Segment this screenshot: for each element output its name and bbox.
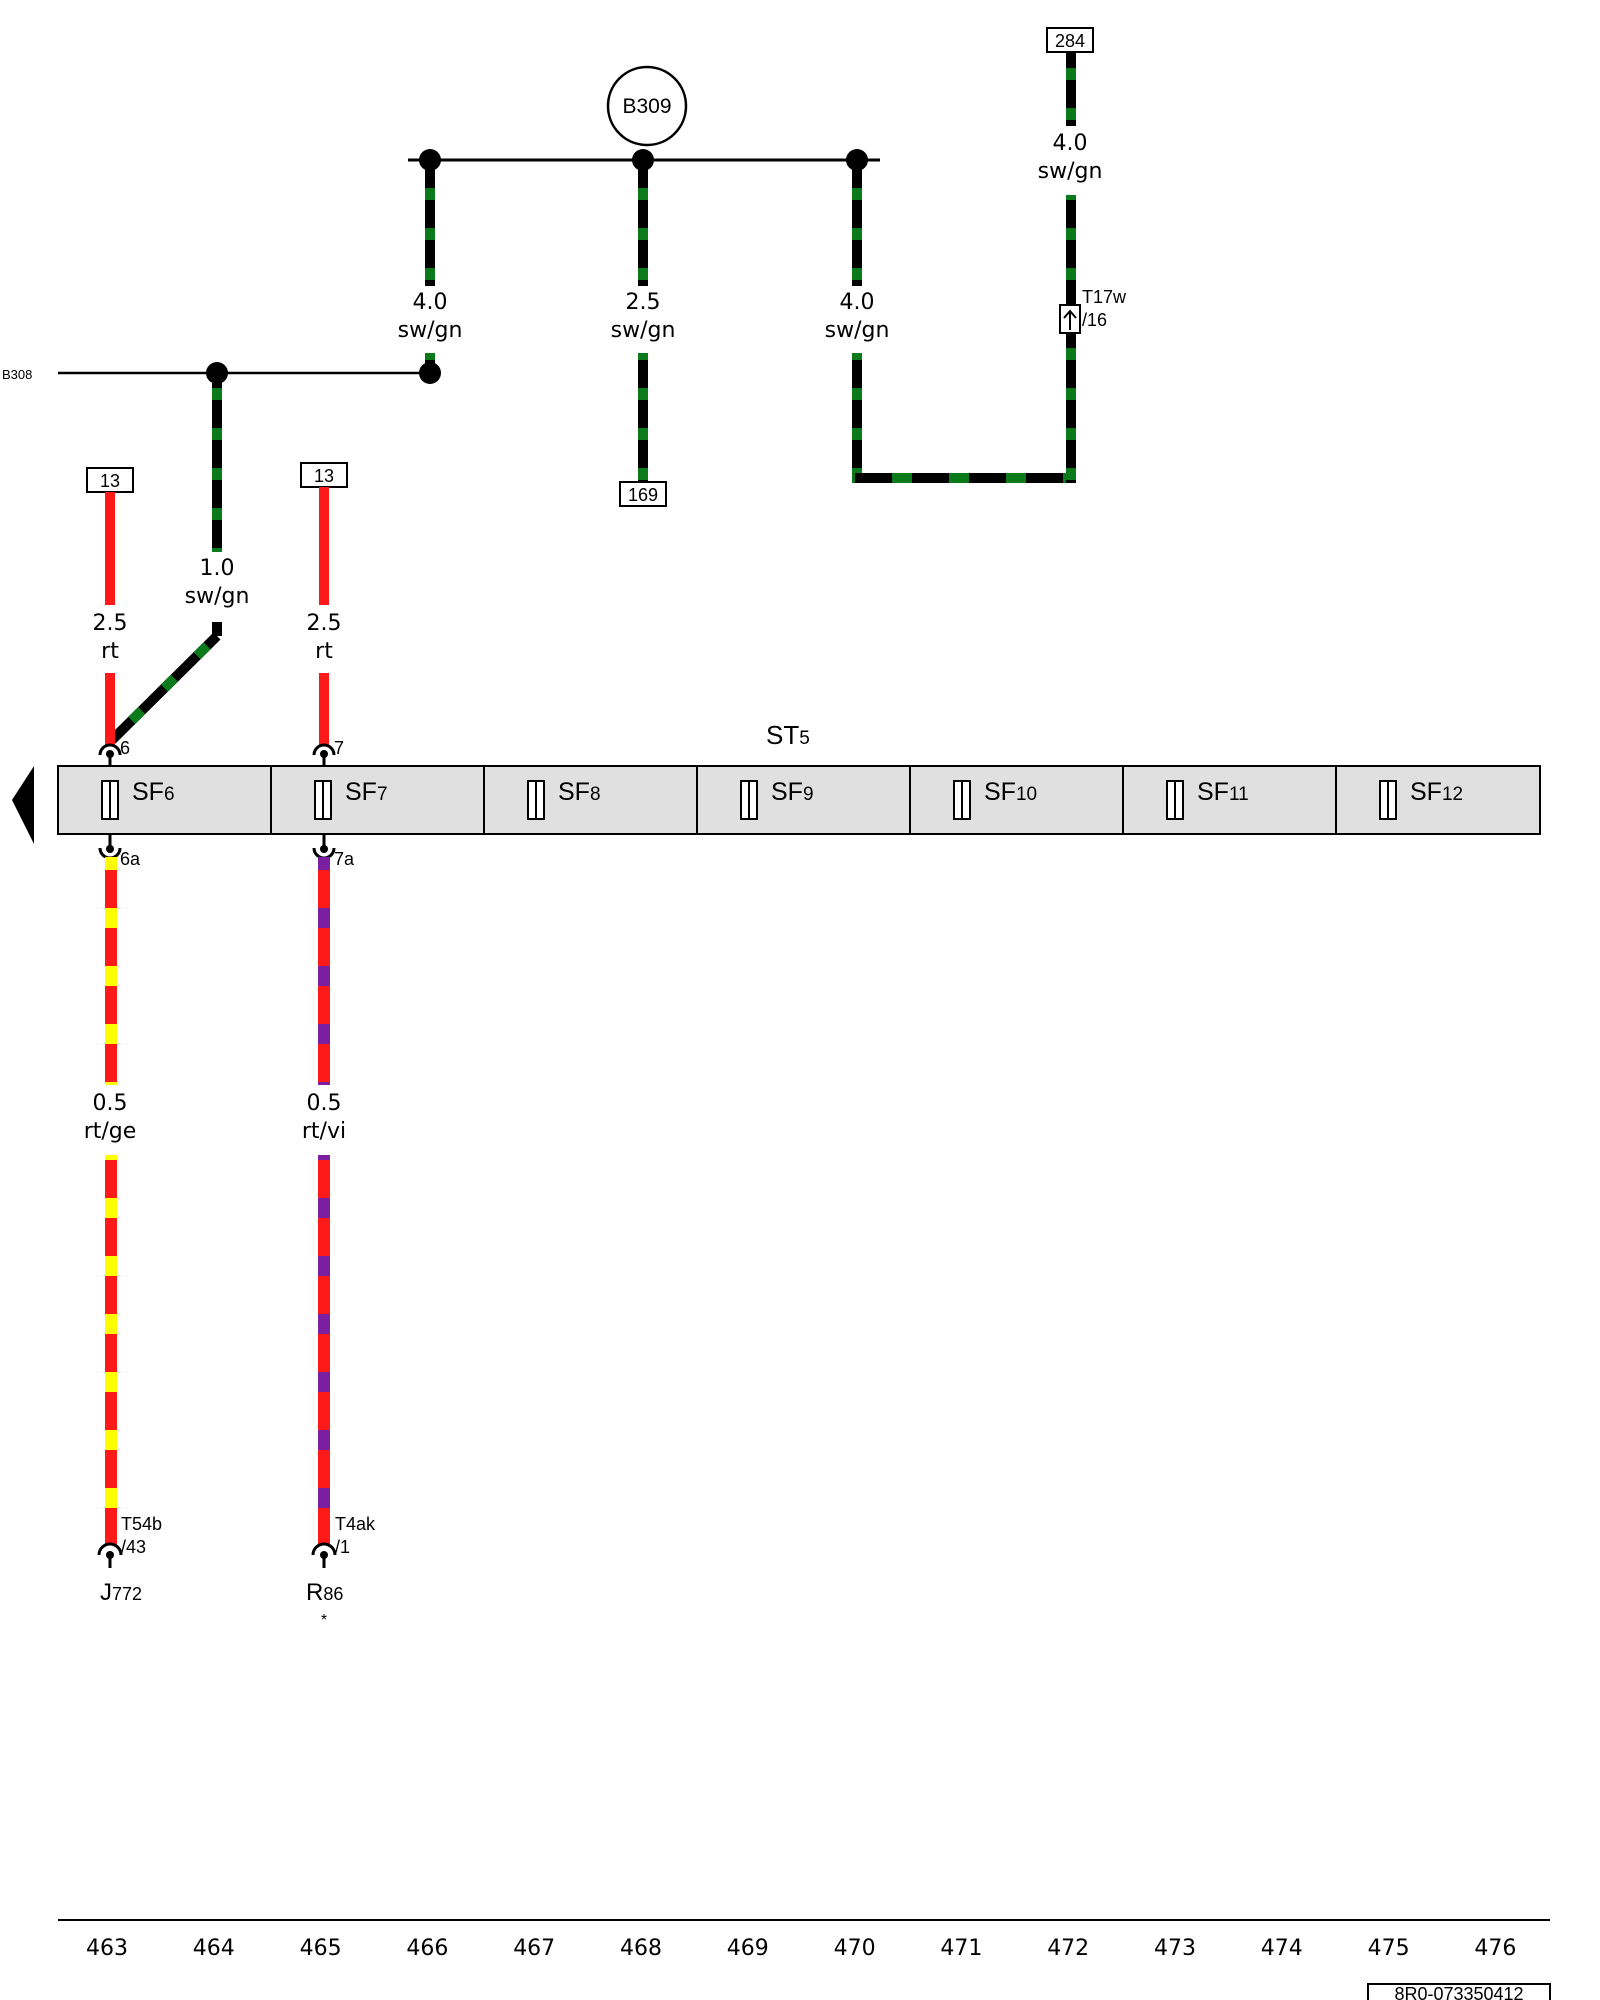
- wire-color: sw/gn: [398, 318, 463, 343]
- junction-dot: [846, 149, 868, 171]
- feed-sf7: 13 2.5 rt 7: [300, 462, 348, 758]
- wire-size: 2.5: [93, 611, 128, 636]
- fuse-label: SF12: [1410, 778, 1463, 806]
- connector-pins-top: [98, 743, 336, 766]
- ref-box-13: [86, 467, 134, 493]
- wire-size: 4.0: [840, 290, 875, 315]
- wire-j772: 0.5 rt/ge T54b /43 J772: [84, 857, 162, 1606]
- wire-color: sw/gn: [825, 318, 890, 343]
- connector-pins-bottom: 6a 7a: [98, 834, 355, 869]
- fuse-label: SF7: [345, 778, 388, 806]
- pin-6: 6: [120, 738, 130, 758]
- column-number: 473: [1154, 1936, 1196, 1961]
- connector-t17w: T17w: [1082, 287, 1127, 307]
- ref-13: 13: [314, 466, 334, 486]
- component-j772: J772: [100, 1579, 142, 1606]
- column-number: 475: [1368, 1936, 1410, 1961]
- fuse-label: SF10: [984, 778, 1037, 806]
- wire-size: 0.5: [93, 1091, 128, 1116]
- wire-color: sw/gn: [611, 318, 676, 343]
- arrow-left-icon: [12, 766, 34, 844]
- wire-284: 284 4.0 sw/gn T17w /16: [1038, 27, 1127, 483]
- doc-number-box: [1367, 1983, 1551, 2000]
- fuse-sf10: SF10: [909, 766, 1037, 834]
- junction-dot: [632, 149, 654, 171]
- fuse-sf9: SF9: [696, 766, 814, 834]
- pin-7a: 7a: [334, 849, 355, 869]
- connector-t54b-pin: /43: [121, 1537, 146, 1557]
- fuse-sf12: SF12: [1335, 766, 1463, 834]
- connector-t17w-pin: /16: [1082, 310, 1107, 330]
- junction-dot: [419, 362, 441, 384]
- fuse-sf7: SF7: [270, 766, 388, 834]
- ref-169: 169: [628, 485, 658, 505]
- ref-box-13: [300, 462, 348, 488]
- wire-size: 1.0: [200, 556, 235, 581]
- connector-t4ak: T4ak: [335, 1514, 376, 1534]
- wire-size: 2.5: [307, 611, 342, 636]
- ref-13: 13: [100, 471, 120, 491]
- column-number: 463: [86, 1936, 128, 1961]
- column-number: 469: [727, 1936, 769, 1961]
- column-number: 468: [620, 1936, 662, 1961]
- column-number: 476: [1474, 1936, 1516, 1961]
- wire-color: sw/gn: [1038, 159, 1103, 184]
- node-label-b309: B309: [622, 95, 671, 118]
- feed-sf6: 13 2.5 rt 6: [86, 467, 134, 758]
- wire-color: sw/gn: [185, 584, 250, 609]
- node-circle: [606, 65, 688, 147]
- fuse-strip-body: [57, 765, 1541, 835]
- fuse-label: SF11: [1197, 778, 1249, 806]
- asterisk-note: *: [321, 1612, 327, 1629]
- column-number: 466: [406, 1936, 448, 1961]
- pin-6a: 6a: [120, 849, 141, 869]
- column-number: 467: [513, 1936, 555, 1961]
- column-number: 472: [1047, 1936, 1089, 1961]
- fuse-label: SF6: [132, 778, 175, 806]
- wire-size: 4.0: [1053, 131, 1088, 156]
- fuse-strip-st5: ST5 SF6 SF7 SF8 SF9 SF10 SF11 SF12: [12, 720, 1541, 844]
- connector-t54b: T54b: [121, 1514, 162, 1534]
- fuse-strip-name: ST5: [766, 720, 810, 750]
- column-number: 471: [940, 1936, 982, 1961]
- wire-color: rt: [315, 639, 333, 664]
- connector-t4ak-pin: /1: [335, 1537, 350, 1557]
- ref-b308: B308: [2, 367, 32, 382]
- doc-number: 8R0-073350412: [1394, 1984, 1523, 2000]
- column-number: 474: [1261, 1936, 1303, 1961]
- fuse-sf8: SF8: [483, 766, 601, 834]
- fuse-sf11: SF11: [1122, 766, 1249, 834]
- wire-color: rt: [101, 639, 119, 664]
- pin-7: 7: [334, 738, 344, 758]
- wire-middle-top: 2.5 sw/gn 169: [611, 168, 676, 507]
- bus-b308: B308 1.0 sw/gn: [2, 362, 441, 744]
- fuse-label: SF8: [558, 778, 601, 806]
- fuse-sf6: SF6: [101, 778, 175, 820]
- ref-box-169: [619, 481, 667, 507]
- wire-color: rt/vi: [302, 1119, 346, 1144]
- wire-right-top: 4.0 sw/gn: [825, 168, 1076, 483]
- junction-dot: [419, 149, 441, 171]
- junction-dot: [206, 362, 228, 384]
- footer: 463 464 465 466 467 468 469 470 471 472 473 474 475 4…: [58, 1919, 1551, 2000]
- ref-284: 284: [1055, 31, 1085, 51]
- column-number: 465: [300, 1936, 342, 1961]
- bus-b309: B309: [408, 65, 880, 171]
- fuse-label: SF9: [771, 778, 814, 806]
- component-r86: R86: [306, 1579, 343, 1606]
- wire-size: 0.5: [307, 1091, 342, 1116]
- wire-size: 2.5: [626, 290, 661, 315]
- wire-r86: 0.5 rt/vi T4ak /1 R86 *: [302, 857, 376, 1629]
- column-number: 464: [193, 1936, 235, 1961]
- wire-size: 4.0: [413, 290, 448, 315]
- wire-left-top: 4.0 sw/gn: [398, 168, 463, 373]
- column-number: 470: [834, 1936, 876, 1961]
- wire-color: rt/ge: [84, 1119, 137, 1144]
